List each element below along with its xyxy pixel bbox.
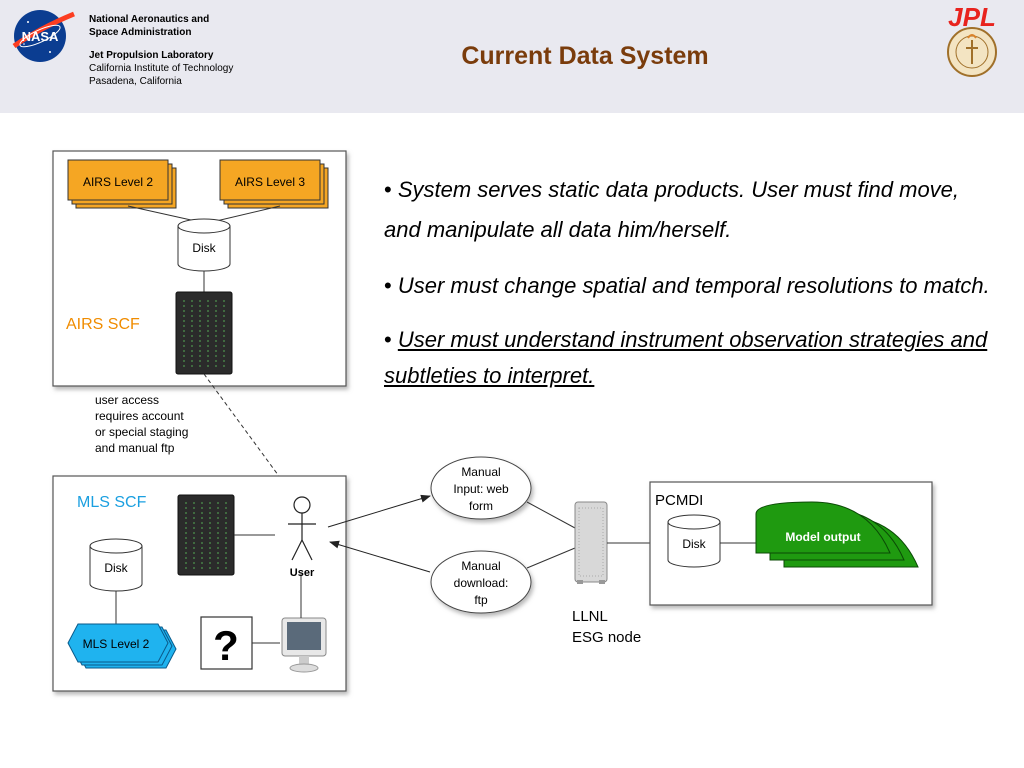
jpl-logo: JPL <box>948 4 996 30</box>
org-block: National Aeronautics and Space Administr… <box>89 13 233 88</box>
question-icon: ? <box>200 616 253 670</box>
llnl-line1: LLNL <box>572 608 608 625</box>
mls-disk-label: Disk <box>104 561 128 575</box>
pcmdi-label: PCMDI <box>655 492 703 509</box>
input-server-line <box>526 501 576 529</box>
user-to-input-arrow <box>327 494 431 528</box>
mls-disk-icon: Disk <box>89 538 143 592</box>
manual-input-oval: Manual Input: web form <box>430 456 532 520</box>
computer-icon <box>281 617 327 673</box>
user-label: User <box>290 567 315 579</box>
airs-level3-label: AIRS Level 3 <box>235 175 305 189</box>
download-to-user-arrow <box>329 540 431 573</box>
airs-l3-disk-line <box>211 205 281 223</box>
model-output-label: Model output <box>785 530 860 544</box>
org-line1: National Aeronautics and <box>89 14 210 25</box>
airs-server-icon <box>175 291 233 375</box>
mls-scf-label: MLS SCF <box>77 494 147 511</box>
city-name: Pasadena, California <box>89 76 182 87</box>
download-server-line <box>526 547 576 569</box>
lab-name: Jet Propulsion Laboratory <box>89 50 214 61</box>
mls-server-icon <box>177 494 235 576</box>
page-title: Current Data System <box>461 42 709 70</box>
bullet-1-text: System serves static data products. User… <box>384 177 960 242</box>
llnl-line2: ESG node <box>572 629 641 646</box>
airs-scf-label: AIRS SCF <box>66 316 140 333</box>
bullet-2-text: User must change spatial and temporal re… <box>397 273 990 298</box>
model-output-stack: Model output <box>755 501 919 568</box>
airs-disk-icon: Disk <box>177 218 231 272</box>
user-access-note: user access requires account or special … <box>95 393 188 455</box>
institute-name: California Institute of Technology <box>89 63 234 74</box>
user-icon <box>288 496 316 561</box>
bullet-1: • System serves static data products. Us… <box>384 177 960 242</box>
question-mark: ? <box>213 622 239 669</box>
note-line3: or special staging <box>95 425 188 439</box>
manual-input-line3: form <box>469 499 493 513</box>
mls-level2-stack: MLS Level 2 <box>67 623 177 669</box>
note-line4: and manual ftp <box>95 441 175 455</box>
nasa-logo: NASA <box>12 10 75 62</box>
caltech-seal <box>947 27 997 77</box>
mls-level2-label: MLS Level 2 <box>83 637 150 651</box>
airs-level2-stack: AIRS Level 2 <box>67 159 177 209</box>
note-line1: user access <box>95 393 159 407</box>
org-line2: Space Administration <box>89 27 192 38</box>
nasa-logo-text: NASA <box>22 29 59 44</box>
manual-download-line1: Manual <box>461 559 500 573</box>
manual-download-line3: ftp <box>474 593 488 607</box>
manual-download-oval: Manual download: ftp <box>430 550 532 614</box>
manual-input-line1: Manual <box>461 465 500 479</box>
bullet-list: • System serves static data products. Us… <box>384 170 994 412</box>
note-line2: requires account <box>95 409 184 423</box>
airs-level2-label: AIRS Level 2 <box>83 175 153 189</box>
llnl-server-icon <box>574 501 608 584</box>
bullet-3: • User must understand instrument observ… <box>384 327 988 388</box>
pcmdi-disk-icon: Disk <box>667 514 721 568</box>
pcmdi-disk-label: Disk <box>682 537 706 551</box>
slide-header: NASA National Aeronautics and Space Admi… <box>0 0 1024 113</box>
bullet-2: • User must change spatial and temporal … <box>384 273 990 298</box>
airs-l2-disk-line <box>127 205 201 223</box>
jpl-logo-text: JPL <box>948 4 996 30</box>
airs-level3-stack: AIRS Level 3 <box>219 159 329 209</box>
manual-input-line2: Input: web <box>453 482 509 496</box>
airs-disk-label: Disk <box>192 241 216 255</box>
manual-download-line2: download: <box>454 576 509 590</box>
bullet-3-text: User must understand instrument observat… <box>384 327 988 388</box>
